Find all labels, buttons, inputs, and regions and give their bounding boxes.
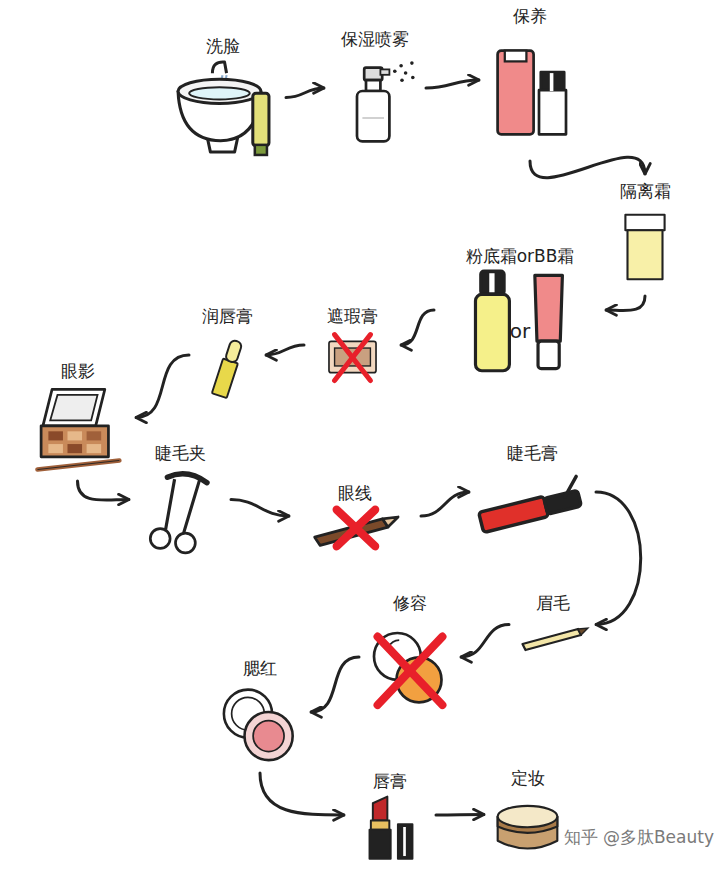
step-label: 修容 [365,592,455,614]
step-label: 眼影 [25,360,130,382]
flow-arrow [286,88,324,98]
step-label: 粉底霜orBB霜 [440,245,600,267]
step-node: 洗脸 [165,35,280,160]
step-node: 唇膏 [350,770,430,860]
spray-icon [330,52,420,148]
lip-balm-icon [195,329,260,405]
connector-word: or [510,319,530,343]
blush-icon [215,681,305,767]
flow-arrow [401,310,434,345]
eyeshadow-icon [25,384,130,475]
skincare-bottles-icon [485,29,575,155]
step-label: 保养 [485,5,575,27]
step-node: 润唇膏 [195,305,260,405]
watermark: 知乎 @多肽Beauty [564,826,714,849]
eyeliner-icon [295,506,415,550]
brow-pencil-icon [515,616,590,657]
step-node: 眼影 [25,360,130,475]
step-node: 睫毛膏 [475,442,590,542]
step-label: 睫毛膏 [475,442,590,464]
step-node: 定妆 [490,767,565,862]
step-label: 遮瑕膏 [310,305,395,327]
flow-arrow [436,813,484,817]
step-label: 眼线 [295,482,415,504]
flow-arrow [311,657,359,712]
step-node: 眉毛 [515,592,590,657]
flow-arrow [421,492,469,516]
step-node: 保湿喷雾 [330,28,420,148]
step-node: 隔离霜 [610,180,680,290]
powder-jar-icon [490,791,565,862]
contour-icon [365,616,455,722]
step-label: 定妆 [490,767,565,789]
step-label: 润唇膏 [195,305,260,327]
mascara-icon [475,466,590,542]
concealer-icon [310,329,395,385]
step-node: 腮红 [215,657,305,767]
primer-box-icon [610,204,680,290]
step-node: 保养 [485,5,575,155]
lipstick-icon [350,794,430,860]
step-label: 洗脸 [165,35,280,57]
flow-arrow [266,345,304,355]
flow-arrow [260,773,344,815]
flow-arrow [136,355,189,418]
step-node: 粉底霜orBB霜 or [440,245,600,375]
step-node: 眼线 [295,482,415,550]
flow-arrow [606,296,645,311]
step-label: 隔离霜 [610,180,680,202]
step-node: 修容 [365,592,455,722]
step-label: 眉毛 [515,592,590,614]
curler-icon [135,466,225,557]
step-label: 保湿喷雾 [330,28,420,50]
step-label: 唇膏 [350,770,430,792]
flow-arrow [596,492,641,625]
step-label: 睫毛夹 [135,442,225,464]
flow-arrow [231,500,289,517]
flow-arrow [78,481,130,500]
step-node: 睫毛夹 [135,442,225,557]
flow-arrow [461,625,509,658]
step-label: 腮红 [215,657,305,679]
basin-icon [165,59,280,160]
flow-arrow [530,157,645,177]
step-node: 遮瑕膏 [310,305,395,385]
flow-arrow [426,80,479,88]
